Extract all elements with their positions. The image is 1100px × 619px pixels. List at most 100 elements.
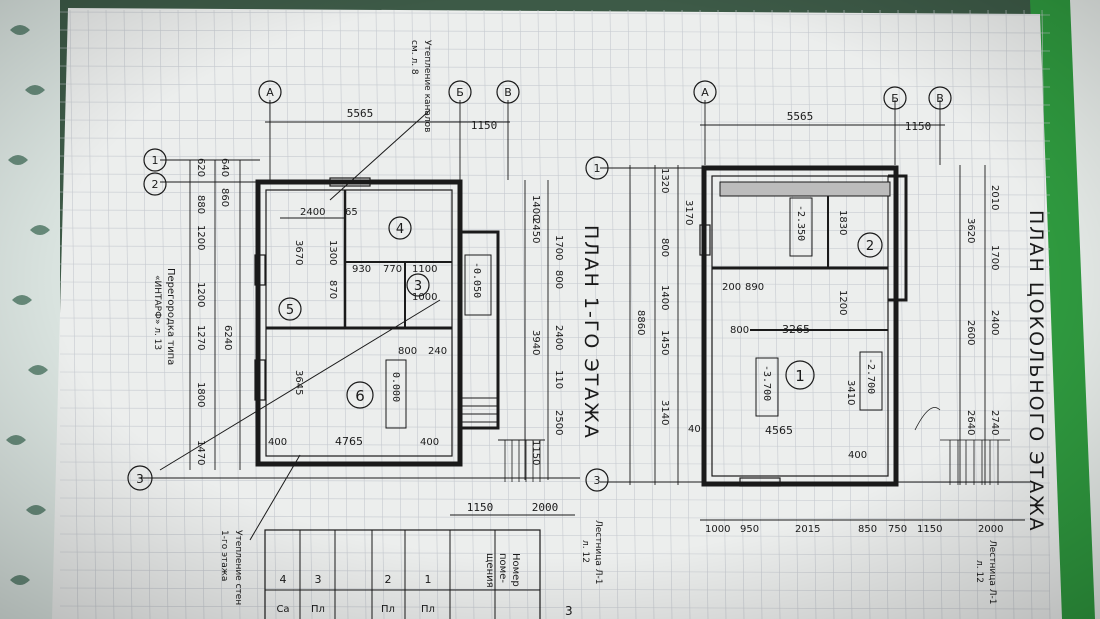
table-row-text: Пл [381,604,395,615]
level-mark: -2.700 [865,358,876,394]
dim-right: 2640 [965,410,976,435]
note-insulation-channels-ref: см. л. 8 [409,40,419,75]
dim-right: 3620 [965,218,976,243]
dim-bottom: 750 [888,524,907,535]
table-row-text: Пл [421,604,435,615]
room-dim: 930 [352,264,371,275]
dim-side: 880 [195,195,206,214]
axis-3: 3 [136,472,144,486]
axis-b: Б [456,86,464,99]
room-number: 6 [355,387,365,405]
room-dim: 400 [268,437,287,448]
dim-right: 2010 [989,185,1000,210]
note-stair-ref: л. 12 [974,560,984,583]
dim-bottom: 2000 [978,524,1003,535]
dim-bottom: 1000 [705,524,730,535]
note-partition: Перегородка типа [165,268,176,365]
page-number: 3 [565,604,573,618]
room-dim: 200 [722,282,741,293]
level-mark: -0.050 [471,262,482,298]
note-wall-insulation: Утепление стен [233,530,243,605]
dim-side: 1470 [195,440,206,465]
room-dim: 400 [848,450,867,461]
room-dim: 800 [398,346,417,357]
room-dim: 2400 [300,207,325,218]
axis-3: 3 [594,474,601,487]
room-dim: 890 [745,282,764,293]
room-number: 2 [866,239,874,254]
room-dim: 3265 [782,323,810,336]
axis-v: В [504,86,512,99]
table-row-number: 2 [385,573,392,586]
dim-bottom: 850 [858,524,877,535]
room-dim: 240 [428,346,447,357]
axis-v: В [936,92,944,105]
room-dim: 3670 [293,240,304,265]
dim-right: 2450 [530,218,541,243]
room-dim: 1200 [837,290,848,315]
dim-right: 2400 [553,325,564,350]
dim-side: 1270 [195,325,206,350]
dim-right: 2500 [553,410,564,435]
note-stair-ref: л. 12 [580,540,590,563]
dim-side: 1320 [659,168,670,193]
dim-bottom: 1150 [467,501,494,514]
dim-bottom: 950 [740,524,759,535]
room-dim: 4765 [335,435,363,448]
room-dim: 1830 [837,210,848,235]
dim-right: 800 [553,270,564,289]
dim-right: 2740 [989,410,1000,435]
room-number: 5 [286,303,294,318]
room-number: 1 [795,367,805,385]
dim-side: 860 [219,188,230,207]
axis-a: А [266,86,274,99]
dim-side: 1200 [195,225,206,250]
dim-side: 620 [195,158,206,177]
dim-top-5565: 5565 [347,107,374,120]
note-stair: Лестница Л-1 [593,520,603,584]
note-partition-type: «ИНТАРФ» л. 13 [152,275,162,350]
dim-side: 3170 [683,200,694,225]
dim-right: 3940 [530,330,541,355]
dim-side: 6240 [222,325,233,350]
table-row-number: 1 [425,573,432,586]
room-dim: 870 [327,280,338,299]
table-row-number: 3 [315,573,322,586]
room-number: 4 [396,222,404,237]
room-dim: 3645 [293,370,304,395]
dim-right: 2600 [965,320,976,345]
dim-side: 1200 [195,282,206,307]
axis-1: 1 [152,154,159,167]
table-row-text: Пл [311,604,325,615]
table-row-number: 4 [280,573,287,586]
note-insulation-channels: Утепление каналов [422,40,432,132]
note-stair: Лестница Л-1 [987,540,997,604]
note-wall-insulation-ref: 1-го этажа [219,530,229,581]
title-basement: ПЛАН ЦОКОЛЬНОГО ЭТАЖА [1025,210,1047,533]
dim-side: 800 [659,238,670,257]
dim-bottom: 2015 [795,524,820,535]
room-dim: 800 [730,325,749,336]
dim-bottom: 2000 [532,501,559,514]
dim-right: 1400 [530,195,541,220]
room-dim: 400 [420,437,439,448]
room-dim: 4565 [765,424,793,437]
dim-side: 1450 [659,330,670,355]
room-dim: 1100 [412,264,437,275]
dim-side: 3140 [659,400,670,425]
level-mark: -3.700 [761,365,772,401]
table-header-line: Номер [510,553,521,587]
table-row-text: Са [276,604,289,615]
room-dim: 65 [345,207,358,218]
dim-right: 1700 [553,235,564,260]
dim-side: 640 [219,158,230,177]
dim-right: 1150 [530,440,541,465]
dim-right: 110 [553,370,564,389]
axis-1: 1 [594,162,601,175]
level-mark: 0.000 [390,372,401,402]
dim-top-1150: 1150 [471,119,498,132]
axis-a: А [701,86,709,99]
title-first-floor: ПЛАН 1-ГО ЭТАЖА [580,225,602,440]
dim-bottom: 1150 [917,524,942,535]
